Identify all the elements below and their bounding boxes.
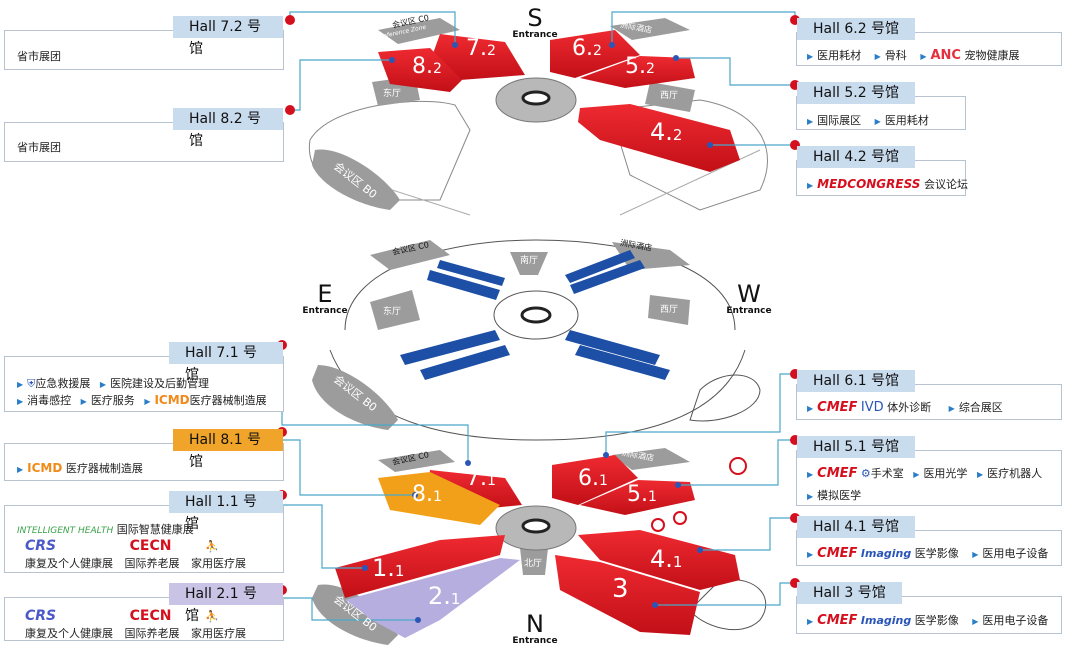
card-line: ▶⛨应急救援展 ▶医院建设及后勤管理 [17, 377, 210, 390]
west-hall-block [645, 82, 695, 112]
card-hall-3[interactable]: Hall 3 号馆 ▶CMEF Imaging 医学影像 ▶医用电子设备 [796, 582, 1062, 634]
cecn-logo: CECN [129, 538, 172, 554]
conference-b0-block [312, 149, 400, 210]
medcongress-logo: MEDCONGRESS [817, 177, 921, 191]
home-medical-icon: ⛹ [204, 610, 219, 623]
hall-3[interactable] [555, 555, 700, 635]
crs-logo: CRS [25, 608, 57, 624]
conference-c0-block [378, 18, 460, 44]
hall-4-1[interactable] [578, 530, 740, 590]
cecn-logo: CECN [129, 608, 172, 624]
card-hall-8-2[interactable]: Hall 8.2 号馆 省市展团 [4, 108, 284, 162]
card-line: ▶CMEF ⚙手术室 ▶医用光学 ▶医疗机器人 [807, 466, 1043, 481]
card-title: Hall 2.1 号馆 [169, 583, 283, 624]
card-line: ▶MEDCONGRESS 会议论坛 [807, 177, 968, 191]
card-title: Hall 6.1 号馆 [797, 370, 916, 392]
card-hall-7-2[interactable]: Hall 7.2 号馆 省市展团 [4, 16, 284, 70]
card-hall-5-2[interactable]: Hall 5.2 号馆 ▶国际展区 ▶医用耗材 [796, 82, 966, 130]
intelligent-health-logo: INTELLIGENT HEALTH [17, 526, 114, 536]
level-mid-map [312, 239, 761, 441]
level-2-map [308, 18, 768, 216]
card-title: Hall 7.1 号馆 [169, 342, 283, 383]
card-line: ▶CMEF Imaging 医学影像 ▶医用电子设备 [807, 546, 1049, 561]
hall-1-1[interactable] [335, 535, 505, 598]
level-1-map [312, 448, 767, 645]
surgery-icon: ⚙ [860, 467, 871, 480]
card-hall-1-1[interactable]: Hall 1.1 号馆 INTELLIGENT HEALTH 国际智慧健康展 C… [4, 491, 284, 573]
crs-logo: CRS [25, 538, 57, 554]
card-title: Hall 4.1 号馆 [797, 516, 916, 538]
card-line: ▶消毒感控 ▶医疗服务 ▶ICMD医疗器械制造展 [17, 393, 267, 407]
card-line: 省市展团 [17, 50, 61, 63]
card-line: 康复及个人健康展 国际养老展 家用医疗展 [25, 557, 246, 570]
hall-5-2[interactable] [580, 56, 695, 88]
hall-5-1[interactable] [580, 480, 695, 515]
hall-4-2[interactable] [578, 104, 740, 172]
anc-logo: ANC [930, 48, 961, 63]
imaging-logo: Imaging [860, 547, 912, 560]
card-title: Hall 8.2 号馆 [173, 108, 283, 149]
card-title: Hall 5.2 号馆 [797, 82, 916, 104]
card-hall-6-1[interactable]: Hall 6.1 号馆 ▶CMEF IVD 体外诊断 ▶综合展区 [796, 370, 1062, 420]
card-title: Hall 5.1 号馆 [797, 436, 916, 458]
card-line: ▶CMEF Imaging 医学影像 ▶医用电子设备 [807, 613, 1049, 628]
card-hall-6-2[interactable]: Hall 6.2 号馆 ▶医用耗材 ▶骨科 ▶ANC 宠物健康展 [796, 18, 1062, 66]
card-line: 康复及个人健康展 国际养老展 家用医疗展 [25, 627, 246, 640]
card-line: ▶医用耗材 ▶骨科 ▶ANC 宠物健康展 [807, 48, 1020, 63]
card-title: Hall 3 号馆 [797, 582, 902, 604]
card-title: Hall 8.1 号馆 [173, 429, 283, 470]
card-hall-8-1[interactable]: Hall 8.1 号馆 ▶ICMD 医疗器械制造展 [4, 429, 284, 481]
hotel-block [610, 18, 690, 40]
hall-8-1[interactable] [378, 472, 500, 525]
card-line: ▶国际展区 ▶医用耗材 [807, 114, 929, 127]
imaging-logo: Imaging [860, 614, 912, 627]
hall-6-1[interactable] [552, 455, 638, 505]
ivd-logo: IVD [860, 400, 884, 415]
cmef-logo: CMEF [817, 613, 858, 628]
card-line: INTELLIGENT HEALTH 国际智慧健康展 [17, 523, 194, 536]
icmd-logo: ICMD [154, 393, 190, 407]
card-hall-5-1[interactable]: Hall 5.1 号馆 ▶CMEF ⚙手术室 ▶医用光学 ▶医疗机器人 ▶模拟医… [796, 436, 1062, 506]
card-line: ▶ICMD 医疗器械制造展 [17, 461, 143, 475]
card-line: ▶模拟医学 [807, 489, 862, 502]
card-hall-7-1[interactable]: Hall 7.1 号馆 ▶⛨应急救援展 ▶医院建设及后勤管理 ▶消毒感控 ▶医疗… [4, 342, 284, 412]
shield-icon: ⛨ [27, 377, 36, 390]
icmd-logo: ICMD [27, 461, 63, 475]
card-title: Hall 6.2 号馆 [797, 18, 916, 40]
card-hall-2-1[interactable]: Hall 2.1 号馆 CRS CECN ⛹ 康复及个人健康展 国际养老展 家用… [4, 583, 284, 641]
card-logos: CRS CECN ⛹ [25, 608, 219, 624]
card-title: Hall 1.1 号馆 [169, 491, 283, 532]
cmef-logo: CMEF [817, 546, 858, 561]
hall-6-2[interactable] [550, 30, 640, 78]
card-line: 省市展团 [17, 141, 61, 154]
cmef-logo: CMEF [817, 400, 858, 415]
hall-8-2[interactable] [378, 48, 462, 92]
card-hall-4-1[interactable]: Hall 4.1 号馆 ▶CMEF Imaging 医学影像 ▶医用电子设备 [796, 516, 1062, 566]
cmef-logo: CMEF [817, 466, 858, 481]
leader-lines [281, 11, 796, 621]
card-logos: CRS CECN ⛹ [25, 538, 219, 554]
card-line: ▶CMEF IVD 体外诊断 ▶综合展区 [807, 400, 1003, 415]
hall-2-1[interactable] [345, 558, 520, 638]
card-title: Hall 4.2 号馆 [797, 146, 916, 168]
card-title: Hall 7.2 号馆 [173, 16, 283, 57]
card-hall-4-2[interactable]: Hall 4.2 号馆 ▶MEDCONGRESS 会议论坛 [796, 146, 968, 196]
home-medical-icon: ⛹ [204, 540, 219, 553]
